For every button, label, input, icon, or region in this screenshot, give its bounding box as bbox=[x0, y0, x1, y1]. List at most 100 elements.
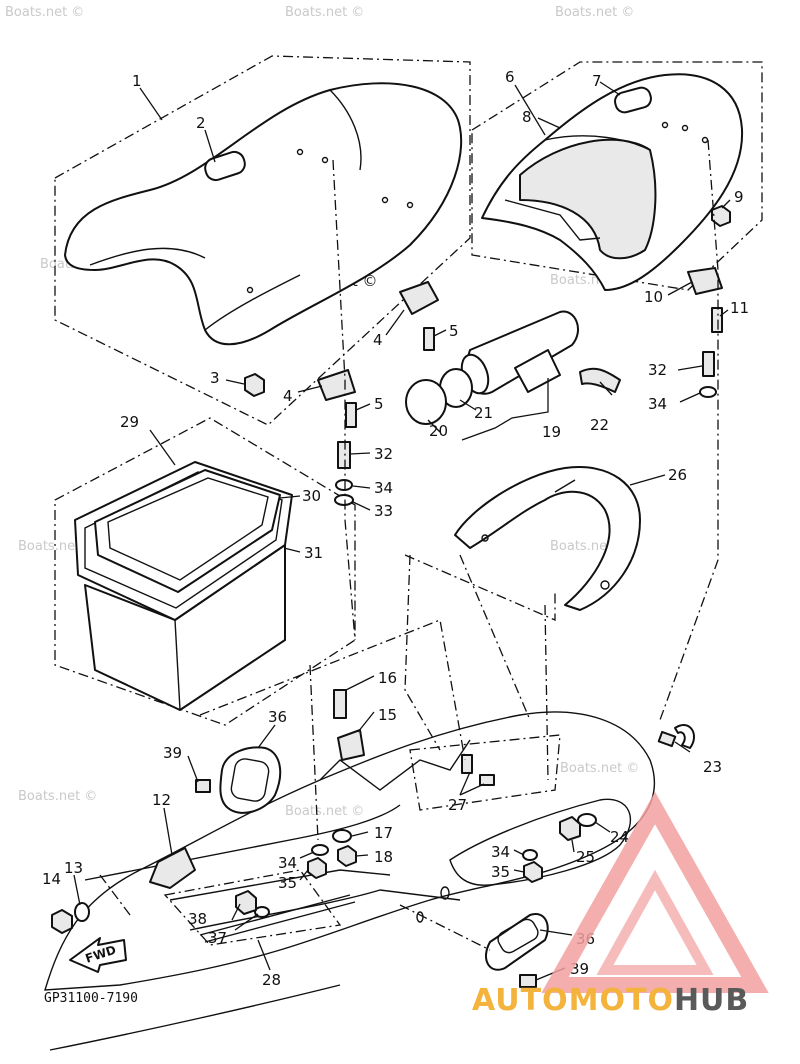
callout-29: 29 bbox=[120, 413, 139, 431]
seat-handle-rear bbox=[614, 86, 652, 114]
rear-seat-group-box bbox=[471, 61, 763, 291]
automotohub-logo: AUTOMOTOHUB bbox=[472, 791, 769, 1018]
logo-triangle-icon bbox=[541, 791, 769, 993]
callout-32: 32 bbox=[374, 445, 393, 463]
callout-17: 17 bbox=[374, 824, 393, 842]
washer-17 bbox=[332, 829, 352, 843]
watermark: Boats.net © bbox=[285, 804, 364, 819]
logo-text: AUTOMOTOHUB bbox=[472, 983, 749, 1018]
callout-38: 38 bbox=[188, 910, 207, 928]
callout-30: 30 bbox=[302, 487, 321, 505]
grab-rail-26 bbox=[454, 466, 641, 611]
rear-deck-pad bbox=[449, 798, 631, 886]
watermark: Boats.net © bbox=[285, 5, 364, 20]
callout-9: 9 bbox=[734, 188, 744, 206]
logo-part-2: HUB bbox=[674, 983, 749, 1018]
washer-34-right bbox=[699, 386, 717, 398]
leader-lines bbox=[73, 81, 731, 981]
stud-32-right bbox=[702, 351, 715, 377]
bracket-15 bbox=[337, 729, 365, 761]
clip-22 bbox=[579, 367, 621, 393]
callout-5: 5 bbox=[374, 395, 384, 413]
callout-35: 35 bbox=[491, 863, 510, 881]
latch-12 bbox=[149, 847, 196, 889]
callout-15: 15 bbox=[378, 706, 397, 724]
handle-assembly bbox=[405, 310, 621, 425]
upper-fasteners bbox=[244, 205, 731, 506]
callout-14: 14 bbox=[42, 870, 61, 888]
callout-24: 24 bbox=[610, 828, 629, 846]
bolt-39-upper bbox=[195, 779, 211, 793]
callout-36: 36 bbox=[268, 708, 287, 726]
callout-23: 23 bbox=[703, 758, 722, 776]
callout-5: 5 bbox=[449, 322, 459, 340]
fwd-arrow: FWD bbox=[69, 937, 127, 973]
rear-seat bbox=[481, 73, 744, 291]
bolt-5-lower bbox=[345, 402, 357, 428]
callout-34: 34 bbox=[278, 854, 297, 872]
seal-strip-28 bbox=[199, 894, 356, 943]
hull-deck bbox=[44, 711, 655, 1051]
box-lid-seal-30 bbox=[94, 469, 281, 593]
callout-8: 8 bbox=[522, 108, 532, 126]
callout-32: 32 bbox=[648, 361, 667, 379]
hinge-bracket-10 bbox=[687, 267, 723, 295]
watermark: Boats.net © bbox=[560, 761, 639, 776]
washer-33 bbox=[334, 494, 354, 506]
stud-27-b bbox=[479, 774, 495, 786]
stud-32-left bbox=[337, 441, 351, 469]
nut-18 bbox=[337, 845, 357, 867]
eye-bolt-23 bbox=[674, 724, 695, 749]
washer-34-left bbox=[335, 479, 353, 491]
bolt-16 bbox=[333, 689, 347, 719]
callout-10: 10 bbox=[644, 288, 663, 306]
washer-24 bbox=[577, 813, 597, 827]
callout-22: 22 bbox=[590, 416, 609, 434]
hinge-bracket-upper bbox=[399, 281, 439, 315]
nut-25 bbox=[559, 816, 581, 841]
callout-21: 21 bbox=[474, 404, 493, 422]
washer-13 bbox=[74, 902, 90, 922]
callout-26: 26 bbox=[668, 466, 687, 484]
callout-12: 12 bbox=[152, 791, 171, 809]
callout-35: 35 bbox=[278, 874, 297, 892]
front-seat bbox=[64, 82, 463, 346]
frame-36-lower bbox=[485, 913, 549, 971]
callout-34: 34 bbox=[491, 843, 510, 861]
callout-6: 6 bbox=[505, 68, 515, 86]
callout-4: 4 bbox=[373, 331, 383, 349]
callout-27: 27 bbox=[448, 796, 467, 814]
seat-handle-front bbox=[204, 150, 246, 182]
callout-34: 34 bbox=[648, 395, 667, 413]
watermark: Boats.net © bbox=[555, 5, 634, 20]
hinge-bracket-lower bbox=[317, 369, 356, 401]
storage-box-group-box bbox=[54, 417, 356, 726]
callout-18: 18 bbox=[374, 848, 393, 866]
callout-3: 3 bbox=[210, 369, 220, 387]
callouts: 1 2 3 4 4 5 5 6 7 8 9 10 11 12 13 14 15 … bbox=[42, 68, 749, 989]
callout-11: 11 bbox=[730, 299, 749, 317]
callout-39: 39 bbox=[163, 744, 182, 762]
nut-35-right bbox=[523, 861, 543, 883]
nut-9 bbox=[711, 205, 731, 227]
callout-13: 13 bbox=[64, 859, 83, 877]
front-seat-group-box bbox=[54, 55, 471, 426]
callout-31: 31 bbox=[304, 544, 323, 562]
callout-1: 1 bbox=[132, 72, 142, 90]
watermark: Boats.net © bbox=[5, 5, 84, 20]
storage-box bbox=[74, 461, 293, 711]
callout-20: 20 bbox=[429, 422, 448, 440]
grab-rail bbox=[454, 466, 641, 611]
washer-37 bbox=[254, 906, 270, 918]
washer-34-mid bbox=[311, 844, 329, 856]
nut-35-left bbox=[307, 857, 327, 879]
callout-7: 7 bbox=[592, 72, 602, 90]
cap-20 bbox=[405, 379, 447, 425]
watermark: Boats.net © bbox=[18, 789, 97, 804]
callout-4: 4 bbox=[283, 387, 293, 405]
bolt-39-lower bbox=[519, 974, 537, 988]
nut-38 bbox=[235, 890, 257, 915]
callout-28: 28 bbox=[262, 971, 281, 989]
callout-16: 16 bbox=[378, 669, 397, 687]
